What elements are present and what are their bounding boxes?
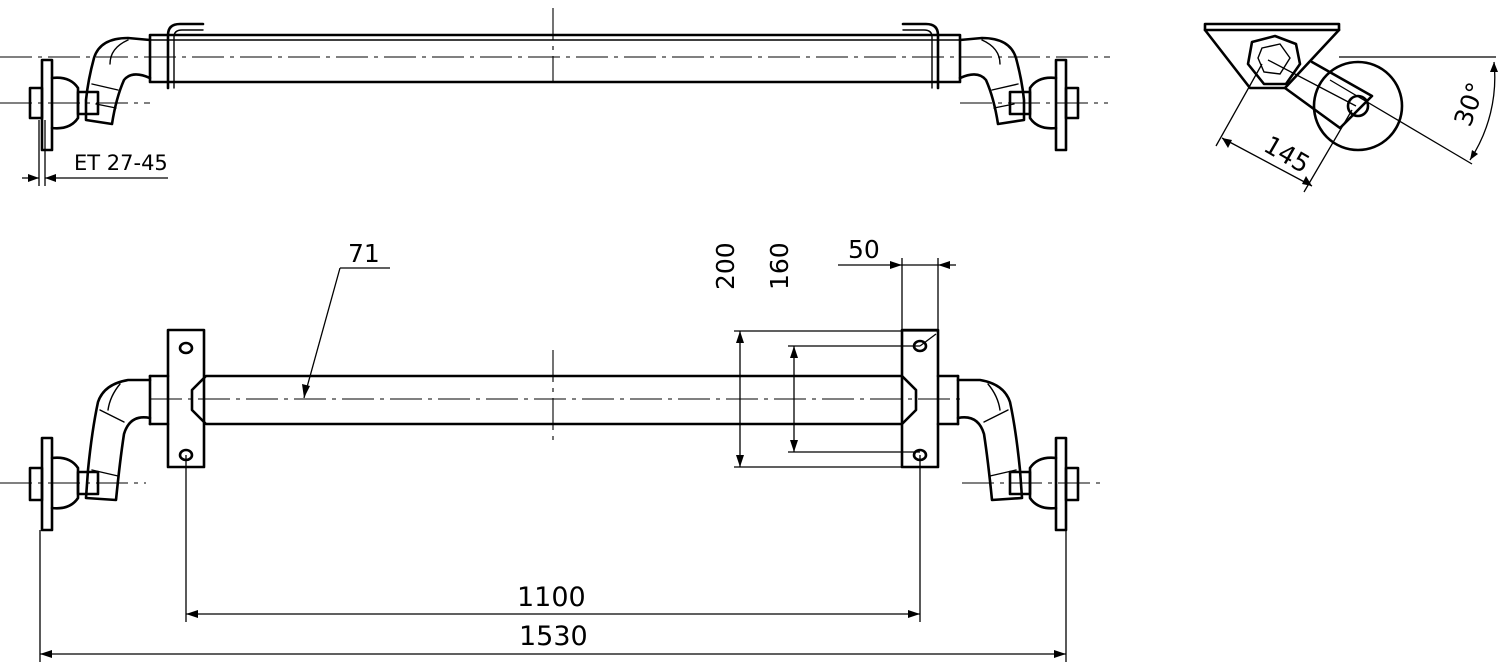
bolt-outer-label: 200 — [711, 242, 740, 290]
top-left-bracket — [166, 22, 205, 90]
arm-angle-label: 30° — [1448, 78, 1490, 130]
overall-width-dimension — [39, 530, 1067, 662]
bottom-axle-tube — [148, 374, 960, 426]
bottom-left-hub — [28, 436, 100, 532]
side-bracket — [1203, 28, 1341, 90]
top-axle-tube — [148, 33, 962, 84]
offset-dimension — [22, 120, 168, 186]
top-view: ET 27-45 — [0, 8, 1110, 186]
plate-width-dimension — [838, 258, 956, 330]
arm-length-label: 145 — [1259, 130, 1315, 179]
bottom-right-hub — [1008, 436, 1080, 532]
top-right-bracket — [901, 22, 940, 90]
left-plate-hole-top — [178, 341, 194, 355]
overall-width-label: 1530 — [519, 621, 588, 652]
offset-label: ET 27-45 — [74, 151, 168, 175]
arm-angle-dimension — [1329, 56, 1498, 165]
plate-width-label: 50 — [848, 235, 880, 264]
top-right-hub — [1008, 58, 1080, 152]
side-spindle — [1346, 94, 1370, 118]
side-trailing-arm — [1283, 60, 1374, 130]
side-tube-section — [1246, 34, 1302, 86]
tube-diameter-leader — [302, 267, 390, 399]
top-left-arm — [84, 36, 152, 126]
bolt-outer-dimension — [734, 330, 938, 468]
top-right-arm — [958, 36, 1026, 126]
side-view: 145 30° — [1203, 22, 1498, 193]
tube-diameter-label: 71 — [348, 239, 380, 268]
bracket-spacing-label: 1100 — [517, 582, 586, 613]
bottom-right-arm — [956, 378, 1024, 502]
bolt-inner-label: 160 — [765, 242, 794, 290]
bracket-spacing-dimension — [185, 455, 921, 622]
side-mount-plate — [1203, 22, 1341, 32]
top-left-hub — [28, 58, 100, 152]
bottom-view: 71 200 160 50 — [0, 235, 1106, 662]
arm-length-dimension — [1215, 59, 1357, 193]
bolt-inner-dimension — [788, 333, 937, 453]
side-hub-disc — [1312, 60, 1404, 152]
bottom-left-arm — [84, 378, 152, 502]
